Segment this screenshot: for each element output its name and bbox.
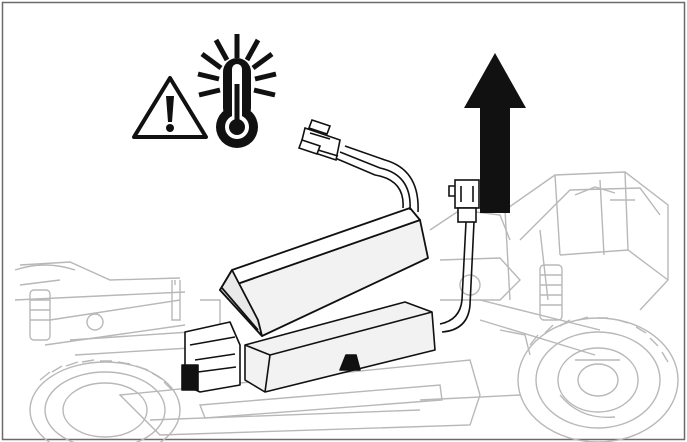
hot-thermometer-icon (197, 34, 277, 148)
skid-slot (199, 384, 443, 419)
skid-plate (118, 359, 481, 436)
roll-cage (504, 171, 669, 311)
warning-triangle-icon (132, 76, 208, 139)
battery-plug-left (297, 118, 341, 162)
battery-plug-right (448, 179, 480, 223)
up-arrow-icon (464, 53, 526, 213)
chassis (14, 209, 531, 421)
suspension (29, 264, 601, 356)
rc-vehicle-background (14, 171, 679, 442)
battery-leads (334, 145, 475, 333)
battery-tray (181, 301, 436, 393)
right-tire (517, 316, 679, 442)
lifted-battery-pack (219, 207, 429, 337)
left-tire (29, 359, 181, 442)
